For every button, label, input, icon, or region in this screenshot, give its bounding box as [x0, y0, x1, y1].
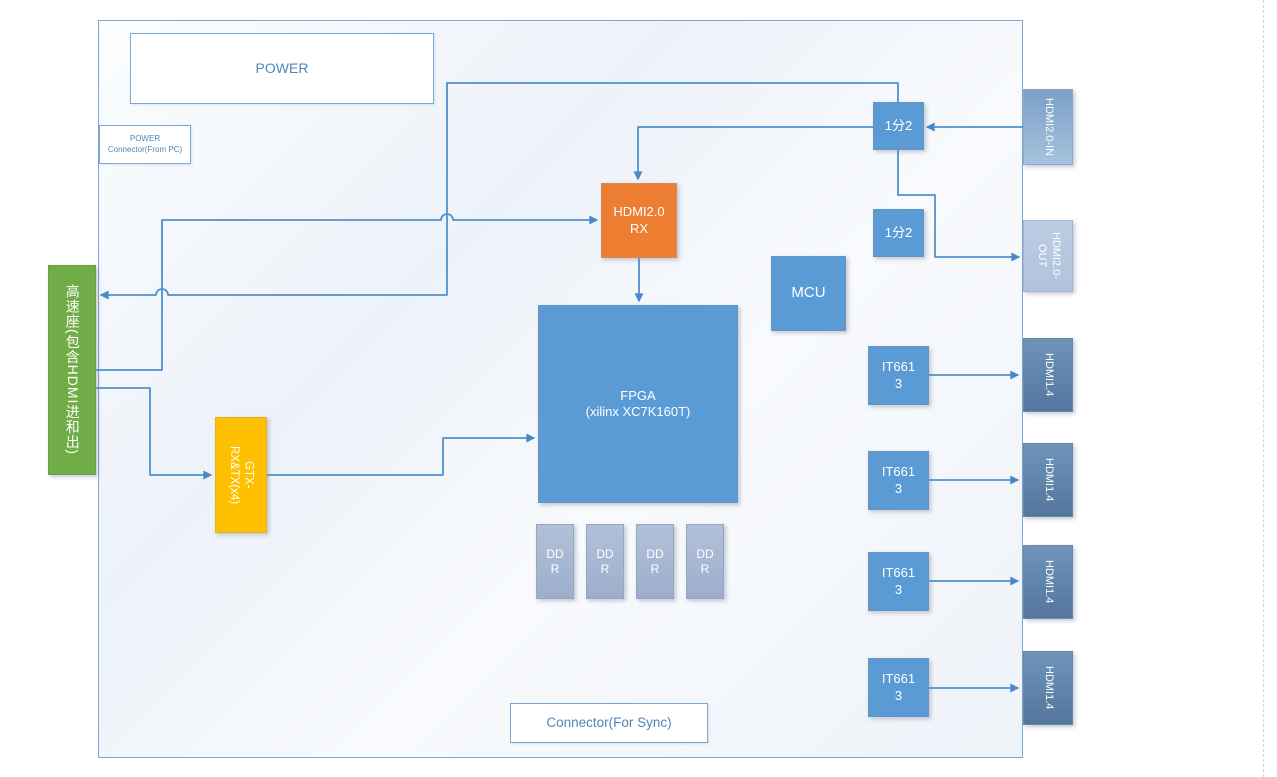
port-hdmi20-in-label: HDMI2.0-IN [1042, 97, 1055, 157]
port-hdmi14-2: HDMI1.4 [1023, 443, 1073, 517]
block-it6613-2-label: IT6613 [881, 464, 916, 496]
block-high-speed-socket-label: 高速座(包含HDMI进和出) [64, 284, 81, 456]
block-connector-sync: Connector(For Sync) [510, 703, 708, 743]
block-high-speed-socket: 高速座(包含HDMI进和出) [48, 265, 96, 475]
page-break-divider [1263, 0, 1264, 777]
block-ddr-1-label: DDR [546, 546, 564, 576]
block-fpga-label: FPGA [620, 387, 656, 403]
block-ddr-4: DDR [686, 524, 724, 599]
block-ddr-4-label: DDR [696, 546, 714, 576]
block-connector-sync-label: Connector(For Sync) [546, 714, 672, 730]
block-ddr-2: DDR [586, 524, 624, 599]
block-hdmi20-rx: HDMI2.0 RX [601, 183, 677, 258]
port-hdmi14-1-label: HDMI1.4 [1042, 353, 1055, 397]
block-it6613-3-label: IT6613 [881, 565, 916, 597]
block-fpga: FPGA (xilinx XC7K160T) [538, 305, 738, 503]
block-mcu: MCU [771, 256, 846, 331]
block-it6613-3: IT6613 [868, 552, 929, 611]
port-hdmi14-3: HDMI1.4 [1023, 545, 1073, 619]
block-power-connector-label: POWER Connector(From PC) [107, 134, 183, 154]
block-it6613-4-label: IT6613 [881, 671, 916, 703]
block-it6613-1: IT6613 [868, 346, 929, 405]
block-splitter-1-label: 1分2 [884, 117, 913, 133]
port-hdmi14-2-label: HDMI1.4 [1042, 458, 1055, 502]
port-hdmi14-1: HDMI1.4 [1023, 338, 1073, 412]
port-hdmi14-3-label: HDMI1.4 [1042, 560, 1055, 604]
block-splitter-1: 1分2 [873, 102, 924, 150]
block-gtx-label: GTX-RX&TX(x4) [228, 445, 255, 505]
block-power-connector: POWER Connector(From PC) [99, 125, 191, 164]
block-ddr-3: DDR [636, 524, 674, 599]
block-splitter-2: 1分2 [873, 209, 924, 257]
port-hdmi20-out: HDMI2.0-OUT [1023, 220, 1073, 292]
block-power: POWER [130, 33, 434, 104]
block-it6613-1-label: IT6613 [881, 359, 916, 391]
block-splitter-2-label: 1分2 [884, 224, 913, 240]
block-hdmi20-rx-label: HDMI2.0 RX [613, 204, 665, 236]
port-hdmi20-out-label: HDMI2.0-OUT [1036, 232, 1062, 280]
block-it6613-2: IT6613 [868, 451, 929, 510]
port-hdmi14-4-label: HDMI1.4 [1042, 666, 1055, 710]
block-power-label: POWER [255, 59, 309, 76]
port-hdmi14-4: HDMI1.4 [1023, 651, 1073, 725]
block-gtx: GTX-RX&TX(x4) [215, 417, 267, 533]
block-it6613-4: IT6613 [868, 658, 929, 717]
block-ddr-3-label: DDR [646, 546, 664, 576]
block-ddr-2-label: DDR [596, 546, 614, 576]
block-fpga-sublabel: (xilinx XC7K160T) [585, 404, 691, 419]
port-hdmi20-in: HDMI2.0-IN [1023, 89, 1073, 165]
block-ddr-1: DDR [536, 524, 574, 599]
block-mcu-label: MCU [791, 284, 826, 302]
